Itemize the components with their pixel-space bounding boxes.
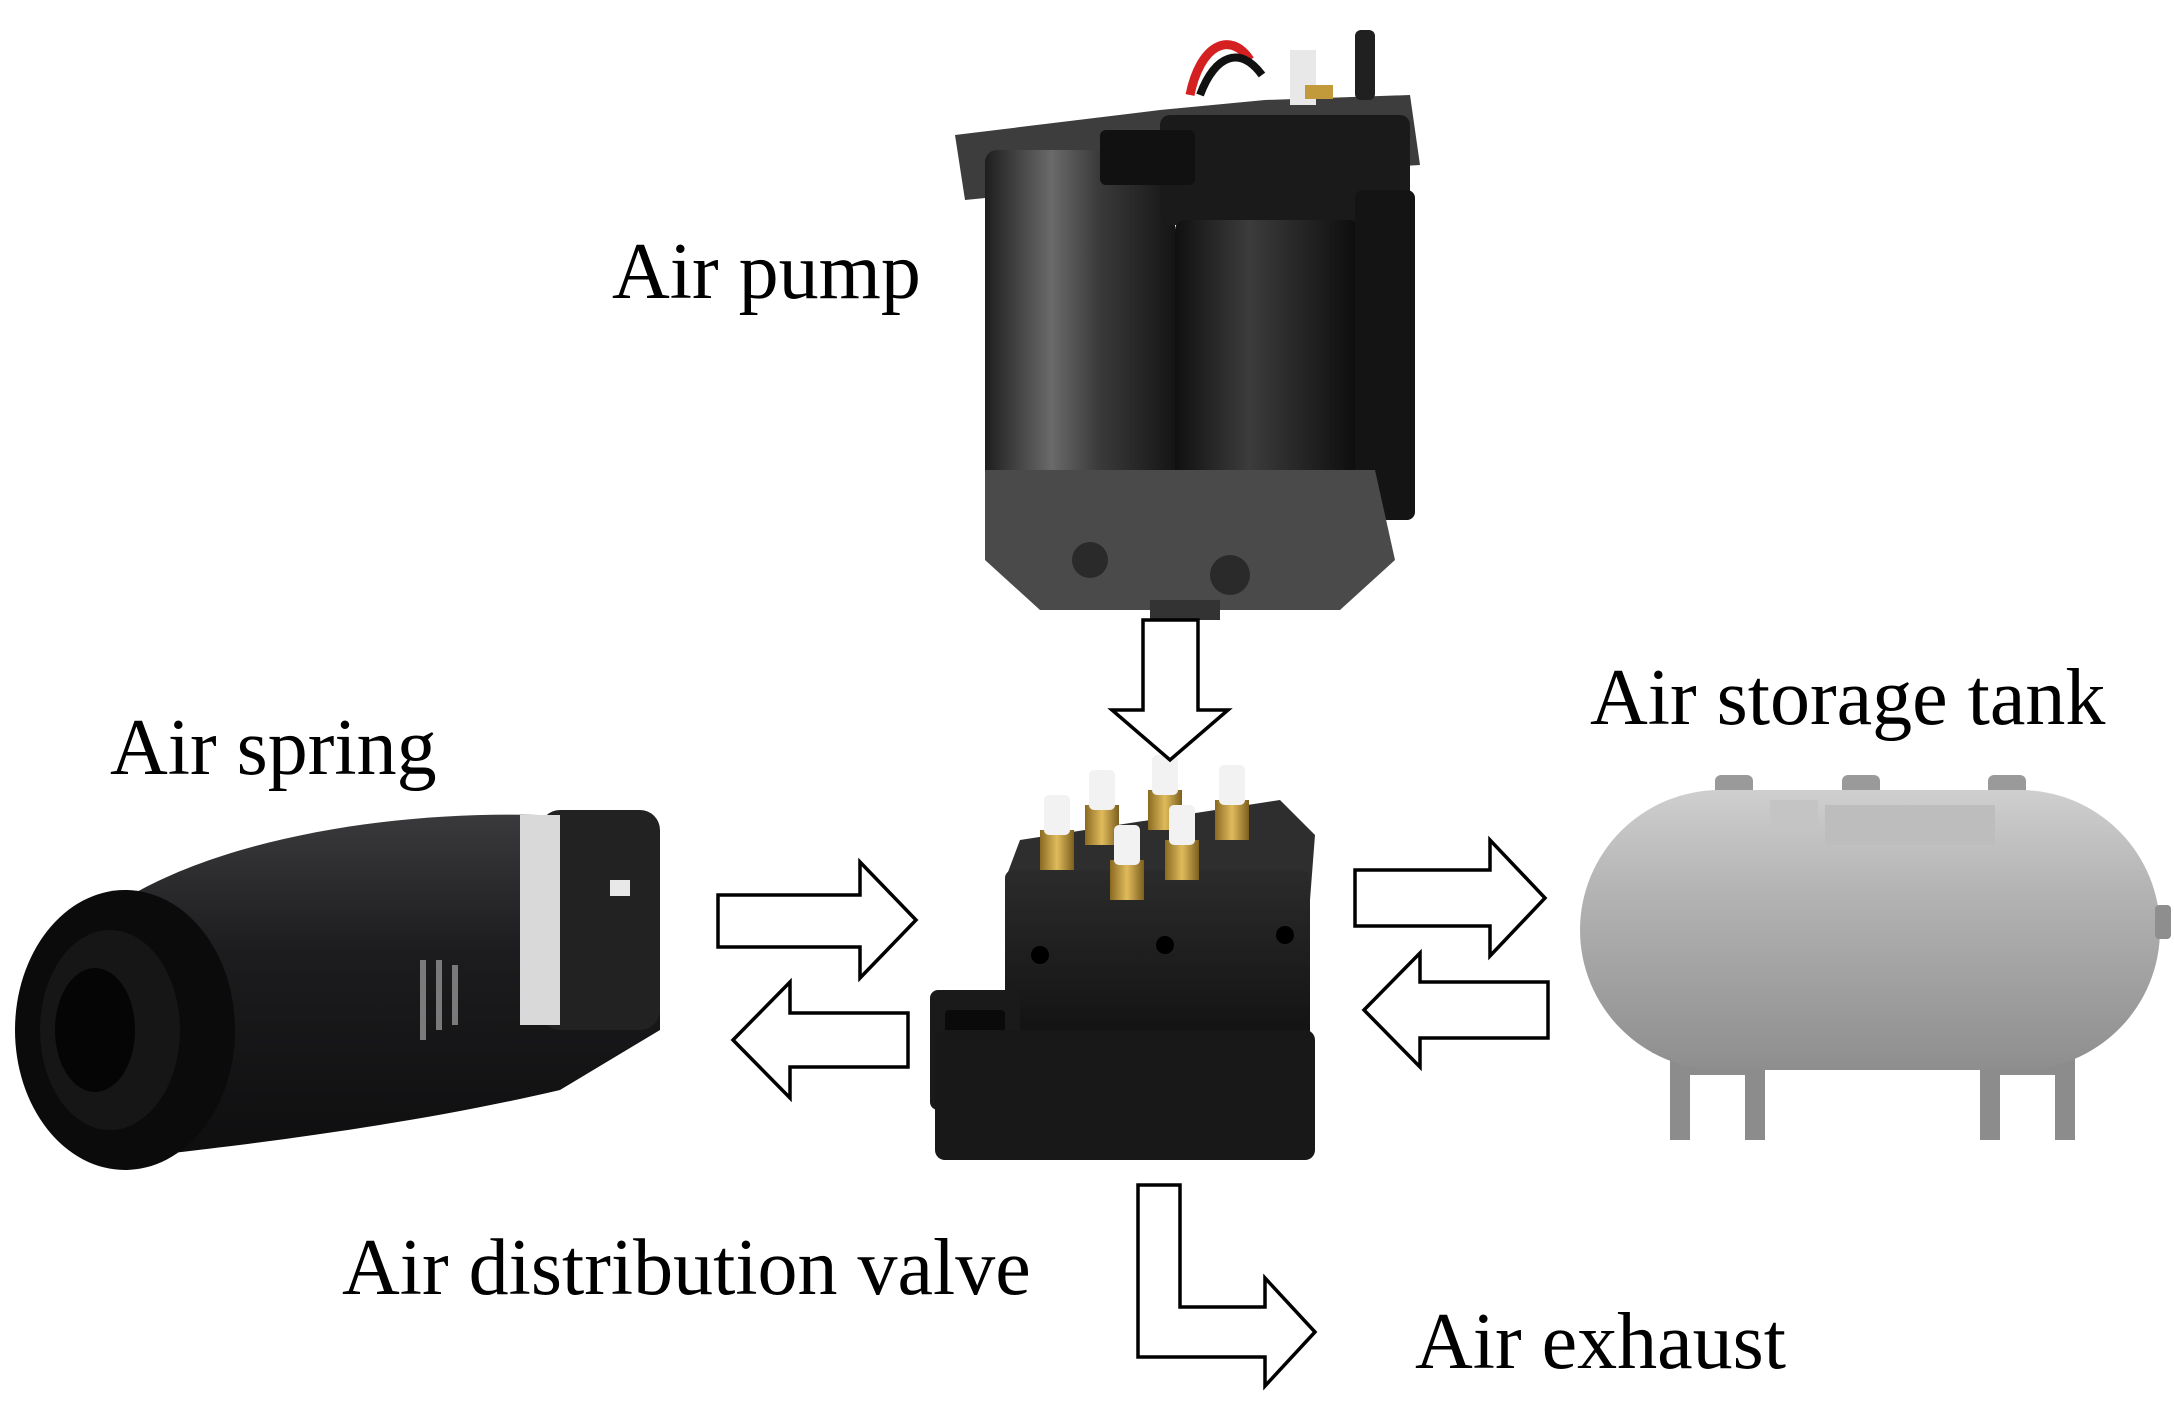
arrow-valve-to-tank [1353,835,1548,961]
air-spring-icon [15,810,660,1170]
arrow-tank-to-valve [1361,948,1550,1072]
arrow-spring-to-valve [716,857,919,983]
arrow-valve-to-exhaust [1136,1183,1318,1391]
air-pump-label: Air pump [612,228,921,316]
valve-block-icon [930,755,1315,1160]
arrow-pump-to-valve [1107,618,1233,763]
air-distribution-valve-label: Air distribution valve [342,1224,1031,1312]
air-pump-icon [955,30,1420,620]
air-spring-label: Air spring [110,704,437,792]
arrow-valve-to-spring [730,977,910,1103]
storage-tank-icon [1580,775,2171,1140]
air-storage-tank-label: Air storage tank [1590,654,2106,742]
air-exhaust-label: Air exhaust [1415,1298,1787,1386]
